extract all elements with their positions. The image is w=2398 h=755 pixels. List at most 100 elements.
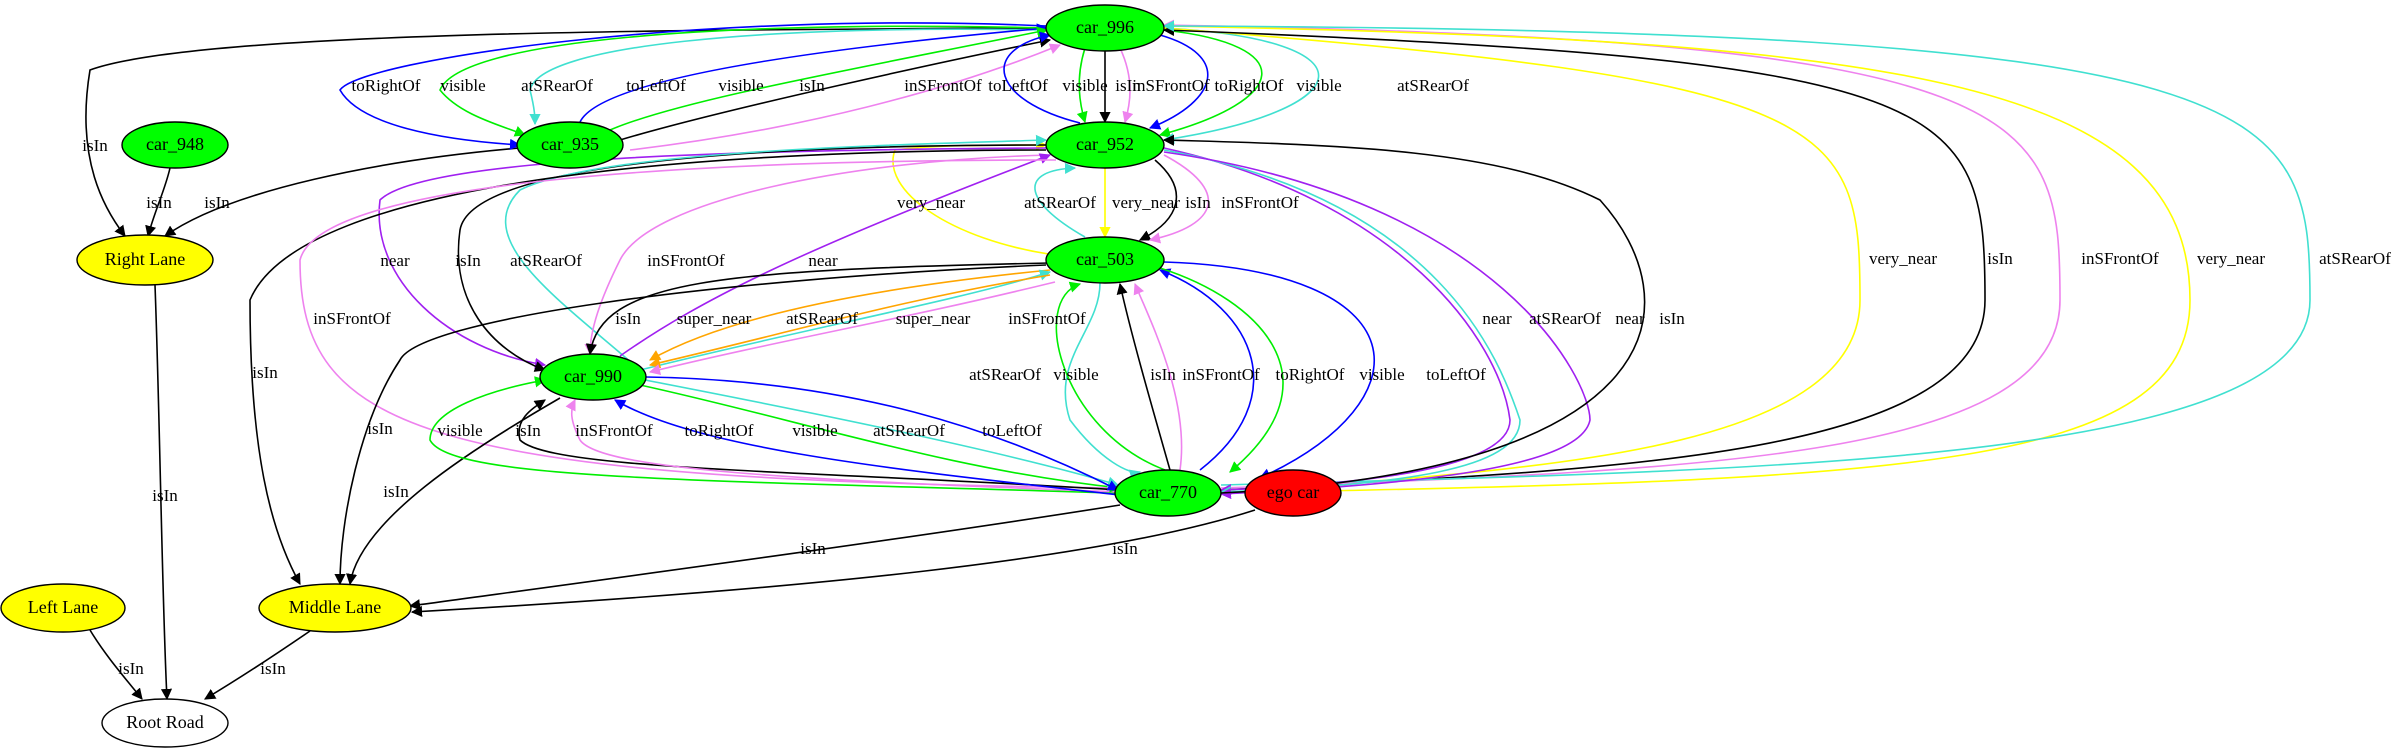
edge-label: inSFrontOf bbox=[1008, 309, 1086, 328]
edge-label: isIn bbox=[455, 251, 481, 270]
edge-ego_car-middle_lane bbox=[410, 509, 1256, 618]
edge-label: inSFrontOf bbox=[1182, 365, 1260, 384]
node-shape bbox=[516, 121, 624, 169]
edge-car_770-car_990 bbox=[614, 399, 1121, 496]
edges-layer bbox=[85, 19, 2311, 701]
edge-car_503-car_990 bbox=[648, 274, 1051, 369]
edge-label: atSRearOf bbox=[2319, 249, 2391, 268]
edge-label: atSRearOf bbox=[1529, 309, 1601, 328]
edge-label: isIn bbox=[1150, 365, 1176, 384]
edge-car_770-car_996 bbox=[1162, 20, 2311, 486]
edge-label: toRightOf bbox=[1276, 365, 1345, 384]
edge-label: isIn bbox=[252, 363, 278, 382]
edge-car_990-car_770 bbox=[639, 384, 1122, 493]
edge-car_952-car_990 bbox=[378, 147, 1047, 369]
edge-car_952-car_996 bbox=[1003, 31, 1081, 124]
edge-car_952-car_770 bbox=[1163, 149, 1521, 498]
node-label: Left Lane bbox=[28, 597, 98, 617]
node-label: Middle Lane bbox=[289, 597, 381, 617]
edge-label: very_near bbox=[1112, 193, 1180, 212]
edge-car_935-right_lane bbox=[164, 147, 521, 237]
node-left-lane[interactable]: Left Lane bbox=[0, 583, 126, 633]
edge-label: isIn bbox=[1185, 193, 1211, 212]
edge-car_996-car_952 bbox=[1158, 29, 1263, 138]
edge-car_503-car_990 bbox=[649, 269, 1051, 361]
node-label: car_948 bbox=[146, 134, 204, 154]
edge-label: very_near bbox=[897, 193, 965, 212]
node-label: ego car bbox=[1267, 482, 1319, 502]
edge-car_935-car_996 bbox=[579, 23, 1049, 123]
edge-label: visible bbox=[1053, 365, 1098, 384]
node-shape bbox=[0, 583, 126, 633]
edge-label: inSFrontOf bbox=[575, 421, 653, 440]
node-shape bbox=[121, 121, 229, 169]
edge-car_503-car_990 bbox=[585, 262, 1051, 356]
edge-car_996-car_935 bbox=[439, 25, 1048, 137]
node-car-948[interactable]: car_948 bbox=[121, 121, 229, 169]
node-car-990[interactable]: car_990 bbox=[539, 353, 647, 401]
edge-label: isIn bbox=[146, 193, 172, 212]
edge-labels-layer: isIn isIn isIn isIn isIn isIn toRightOf visible… bbox=[82, 76, 2391, 678]
edge-car_948-right_lane bbox=[145, 167, 171, 238]
edge-car_996-car_935 bbox=[339, 22, 1048, 150]
edge-car_770-middle_lane bbox=[408, 504, 1121, 611]
edge-label: near bbox=[808, 251, 838, 270]
node-car-952[interactable]: car_952 bbox=[1045, 121, 1165, 169]
edge-car_770-car_952 bbox=[1163, 147, 1511, 496]
edge-label: visible bbox=[1296, 76, 1341, 95]
edge-label: near bbox=[1482, 309, 1512, 328]
node-middle-lane[interactable]: Middle Lane bbox=[258, 583, 412, 633]
edge-label: atSRearOf bbox=[969, 365, 1041, 384]
edge-car_770-car_503 bbox=[1158, 268, 1255, 471]
node-ego-car[interactable]: ego car bbox=[1244, 469, 1342, 517]
edge-car_996-car_952 bbox=[1148, 34, 1209, 130]
node-car-770[interactable]: car_770 bbox=[1114, 469, 1222, 517]
node-label: Root Road bbox=[126, 712, 204, 732]
edge-label: visible bbox=[1359, 365, 1404, 384]
edge-car_770-car_503 bbox=[1055, 281, 1166, 471]
edge-label: isIn bbox=[1659, 309, 1685, 328]
node-shape bbox=[76, 234, 214, 286]
node-root-road[interactable]: Root Road bbox=[101, 698, 229, 748]
edge-label: atSRearOf bbox=[1024, 193, 1096, 212]
edge-label: isIn bbox=[615, 309, 641, 328]
edge-label: visible bbox=[437, 421, 482, 440]
edge-car_935-car_996 bbox=[619, 36, 1052, 141]
edge-car_996-car_935 bbox=[529, 28, 1048, 126]
edge-label: toLeftOf bbox=[1426, 365, 1486, 384]
node-right-lane[interactable]: Right Lane bbox=[76, 234, 214, 286]
edge-label: atSRearOf bbox=[1397, 76, 1469, 95]
node-shape bbox=[1045, 4, 1165, 52]
node-shape bbox=[1244, 469, 1342, 517]
edge-car_996-car_770 bbox=[1163, 25, 2191, 499]
edge-label: isIn bbox=[367, 419, 393, 438]
edge-label: super_near bbox=[677, 309, 752, 328]
edge-label: isIn bbox=[515, 421, 541, 440]
edge-label: toRightOf bbox=[685, 421, 754, 440]
edge-car_990-middle_lane bbox=[346, 397, 561, 586]
edge-car_770-car_996 bbox=[1162, 24, 1986, 491]
edge-middle_lane-root_road bbox=[204, 630, 311, 700]
edge-label: visible bbox=[792, 421, 837, 440]
edge-label: atSRearOf bbox=[510, 251, 582, 270]
node-label: car_935 bbox=[541, 134, 599, 154]
node-label: car_952 bbox=[1076, 134, 1134, 154]
edge-car_770-car_996 bbox=[1162, 19, 2061, 489]
edge-label: toLeftOf bbox=[988, 76, 1048, 95]
edge-label: isIn bbox=[1115, 76, 1141, 95]
edge-car_770-car_996 bbox=[1162, 23, 1861, 494]
edge-label: atSRearOf bbox=[873, 421, 945, 440]
edge-label: very_near bbox=[2197, 249, 2265, 268]
edge-label: isIn bbox=[800, 539, 826, 558]
edge-car_770-car_503 bbox=[1116, 282, 1171, 471]
edge-label: isIn bbox=[204, 193, 230, 212]
edge-label: toRightOf bbox=[352, 76, 421, 95]
node-car-935[interactable]: car_935 bbox=[516, 121, 624, 169]
edge-car_935-car_996 bbox=[609, 26, 1049, 131]
edge-label: visible bbox=[440, 76, 485, 95]
node-shape bbox=[1045, 236, 1165, 284]
edge-car_996-car_952 bbox=[1119, 47, 1134, 124]
node-car-996[interactable]: car_996 bbox=[1045, 4, 1165, 52]
node-car-503[interactable]: car_503 bbox=[1045, 236, 1165, 284]
edge-car_952-middle_lane bbox=[249, 149, 1047, 585]
